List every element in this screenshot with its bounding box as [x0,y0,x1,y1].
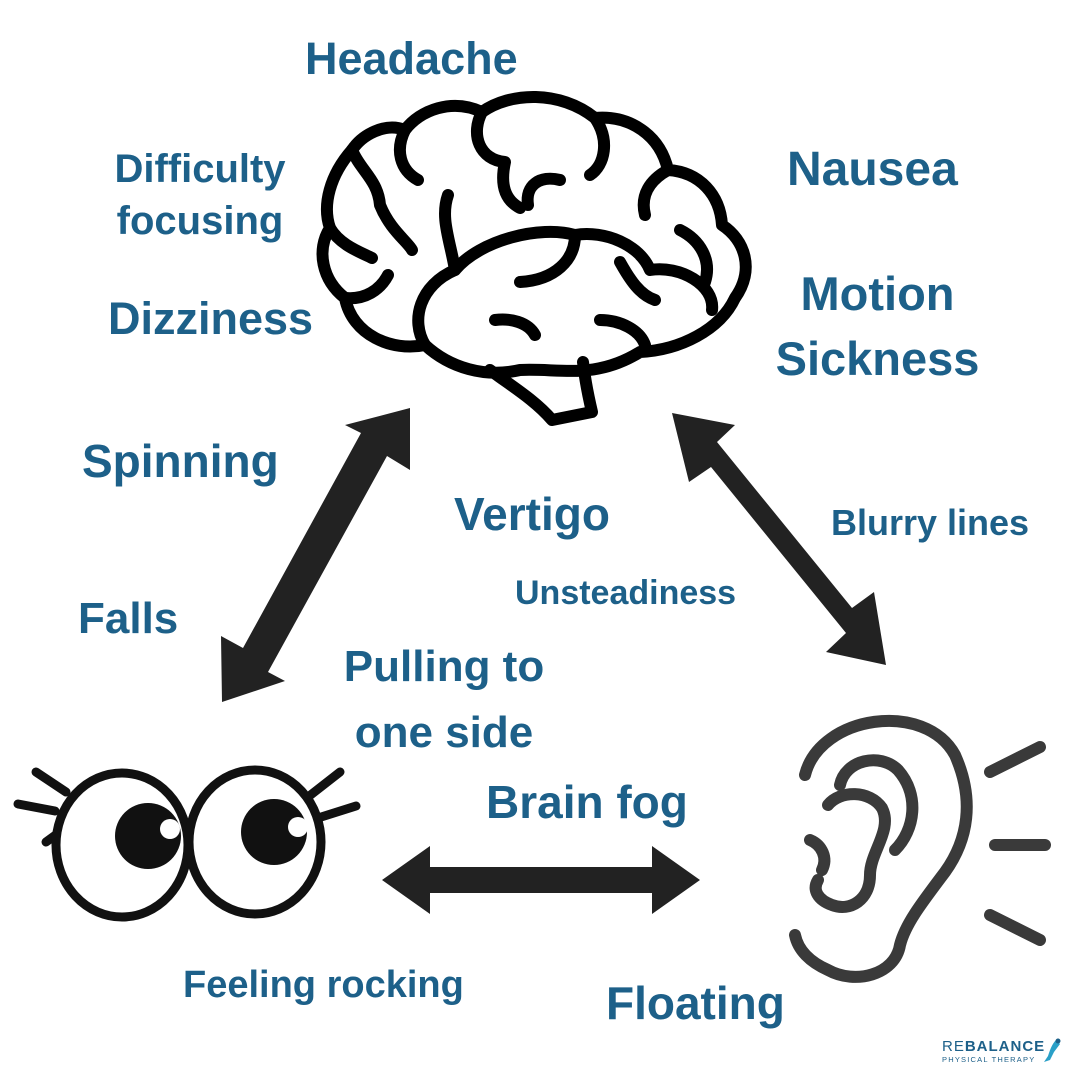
label-motion-sickness: Motion Sickness [770,262,985,392]
double-arrow-icon [382,846,700,914]
eyes-icon [13,765,361,922]
label-headache: Headache [305,33,518,84]
rebalance-logo: REBALANCE PHYSICAL THERAPY [942,1038,1070,1072]
logo-prefix: RE [942,1038,965,1055]
logo-main-text: BALANCE [964,1038,1046,1055]
label-blurry-lines: Blurry lines [831,502,1030,543]
ear-icon [789,714,1051,983]
label-feeling-rocking: Feeling rocking [183,964,464,1006]
double-arrow-icon [221,408,410,702]
label-floating: Floating [606,977,785,1029]
brain-icon [316,91,752,426]
label-unsteadiness: Unsteadiness [515,574,737,612]
label-pulling-to-one-side: Pulling to one side [325,634,563,766]
label-motion-sickness-line1: Motion [800,267,955,320]
label-spinning: Spinning [82,435,279,487]
label-difficulty-focusing-line2: focusing [116,199,284,243]
label-motion-sickness-line2: Sickness [775,331,980,385]
label-dizziness: Dizziness [108,293,314,344]
logo-tagline: PHYSICAL THERAPY [942,1055,1036,1064]
logo-figure-icon [1044,1038,1061,1062]
double-arrow-icon [672,413,886,665]
label-vertigo: Vertigo [454,488,610,540]
label-difficulty-focusing: Difficulty focusing [90,143,310,247]
logo-wordmark: REBALANCE [942,1038,1045,1055]
label-nausea: Nausea [787,143,958,196]
label-difficulty-focusing-line1: Difficulty [114,147,286,191]
label-brain-fog: Brain fog [486,776,688,828]
label-pulling-line1: Pulling to [343,642,545,691]
label-falls: Falls [78,594,179,643]
label-pulling-line2: one side [354,708,534,757]
